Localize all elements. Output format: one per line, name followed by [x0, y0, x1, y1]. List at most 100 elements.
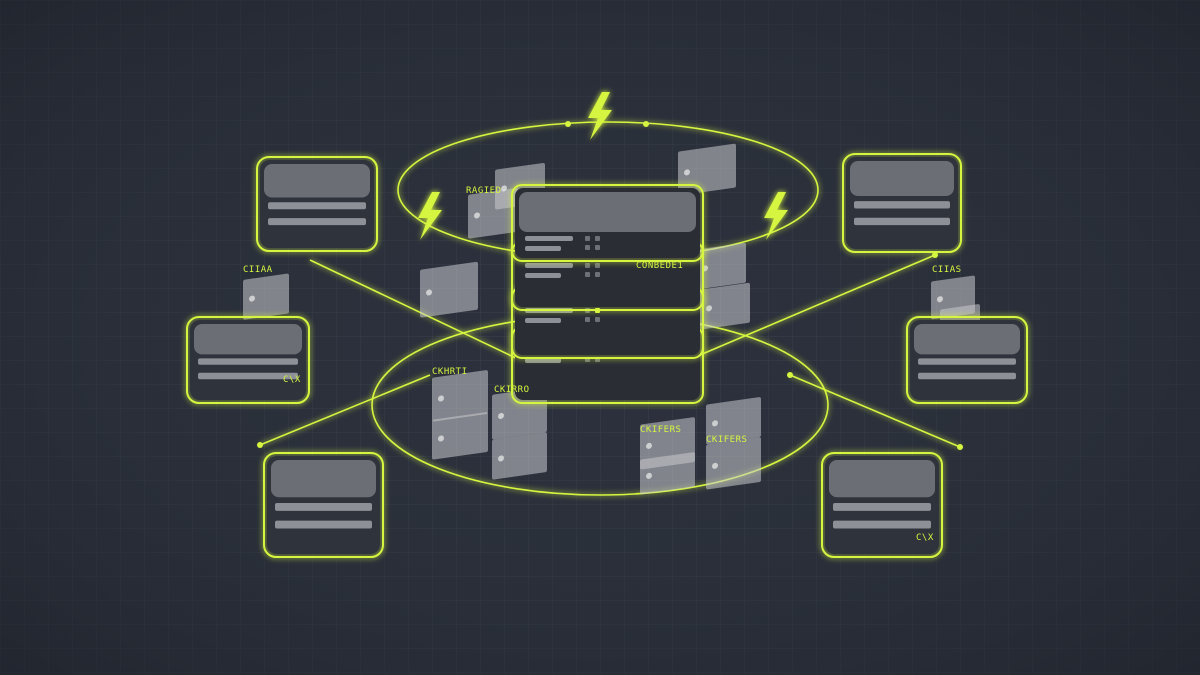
server-top: [519, 192, 696, 232]
panel-face: [492, 432, 547, 480]
server-slot: [198, 358, 298, 365]
panel-dot: [474, 212, 480, 219]
server-slot: [833, 503, 931, 511]
server-top: [914, 324, 1020, 355]
floating-panel: [420, 261, 478, 318]
panel-face: [492, 387, 547, 440]
status-led: [585, 263, 590, 268]
server-slot: [918, 358, 1016, 365]
panel-dot: [249, 295, 255, 302]
panel-face: [640, 452, 695, 495]
server-slot: [525, 263, 573, 268]
floating-panel: [432, 412, 488, 460]
panel-face: [432, 412, 488, 460]
label-node-left: CIIAA: [243, 265, 273, 275]
status-led: [585, 236, 590, 241]
panel-dot: [426, 289, 432, 296]
server-outline: [186, 316, 310, 404]
server-slot: [854, 217, 950, 226]
panel-dot: [712, 462, 718, 469]
server-slot: [268, 202, 366, 210]
lightning-bolts: [418, 92, 788, 240]
label-panel-lower-left: CKHRTI: [432, 367, 468, 377]
panel-face: [420, 261, 478, 318]
floating-panel: [640, 452, 695, 495]
server-outline: [906, 316, 1028, 404]
server-node: [842, 153, 962, 253]
label-panel-lower-mid: CKIRRO: [494, 385, 530, 395]
server-outline: [263, 452, 384, 558]
floating-panel: [432, 370, 488, 422]
panel-dot: [646, 472, 652, 479]
status-led: [595, 263, 600, 268]
label-node-right: CIIAS: [932, 265, 962, 275]
label-node-tag: C\X: [283, 375, 301, 385]
floating-panel: [492, 387, 547, 440]
floating-panel: [700, 282, 750, 330]
server-slot: [525, 318, 561, 323]
status-led: [595, 272, 600, 277]
floating-panel: [243, 273, 289, 320]
label-panel-upper-left: RAGIED: [466, 186, 502, 196]
label-panel-lower-right: CKIFERS: [706, 435, 747, 445]
status-led: [595, 236, 600, 241]
server-top: [264, 164, 370, 198]
link-dots: [257, 121, 963, 450]
server-slot: [854, 201, 950, 209]
status-led: [585, 245, 590, 250]
panel-face: [243, 273, 289, 320]
panel-dot: [706, 305, 712, 312]
server-top: [194, 324, 302, 355]
server-slot: [525, 273, 561, 278]
lightning-bolt-icon: [588, 92, 612, 140]
panel-face: [700, 282, 750, 330]
server-top: [829, 460, 935, 498]
server-slot: [268, 218, 366, 226]
status-led: [595, 245, 600, 250]
server-outline: [256, 156, 378, 252]
labels: CONBEDE1 RAGIED CKHRTI CKIRRO CKIFERS CK…: [243, 186, 962, 543]
server-slot: [525, 236, 573, 241]
server-outline: [821, 452, 943, 558]
lightning-bolt-icon: [764, 192, 788, 240]
lightning-bolt-icon: [418, 192, 442, 240]
panel-face: [706, 397, 761, 445]
status-led: [585, 317, 590, 322]
panel-face: [696, 242, 746, 290]
peripheral-servers: [186, 153, 1028, 558]
panel-dot: [684, 169, 690, 176]
server-outline: [842, 153, 962, 253]
status-led: [595, 317, 600, 322]
panel-dot: [501, 185, 507, 192]
server-node: [906, 316, 1028, 404]
panel-dot: [712, 420, 718, 427]
server-slot: [525, 246, 561, 251]
floating-panel: [706, 397, 761, 445]
panel-dot: [498, 455, 504, 462]
panel-face: [706, 437, 761, 490]
server-slot: [833, 520, 931, 529]
panel-dot: [937, 296, 943, 303]
server-slot: [275, 520, 372, 529]
floating-panel: [492, 432, 547, 480]
server-top: [271, 460, 376, 498]
panel-dot: [646, 442, 652, 449]
link-top-right: [699, 254, 936, 356]
server-node: [821, 452, 943, 558]
label-node-tag: C\X: [916, 533, 934, 543]
server-node: [186, 316, 310, 404]
server-slot: [198, 372, 298, 380]
floating-panel: [706, 437, 761, 490]
server-top: [850, 161, 954, 196]
label-central-top: CONBEDE1: [636, 261, 683, 271]
central-server-stack: [511, 184, 704, 404]
server-slot: [275, 503, 372, 511]
server-slot: [525, 358, 561, 363]
link-bottom-right: [789, 374, 961, 448]
panel-dot: [438, 395, 444, 402]
server-node: [263, 452, 384, 558]
panel-dot: [438, 435, 444, 442]
server-unit: [511, 184, 704, 262]
server-slot: [918, 372, 1016, 380]
